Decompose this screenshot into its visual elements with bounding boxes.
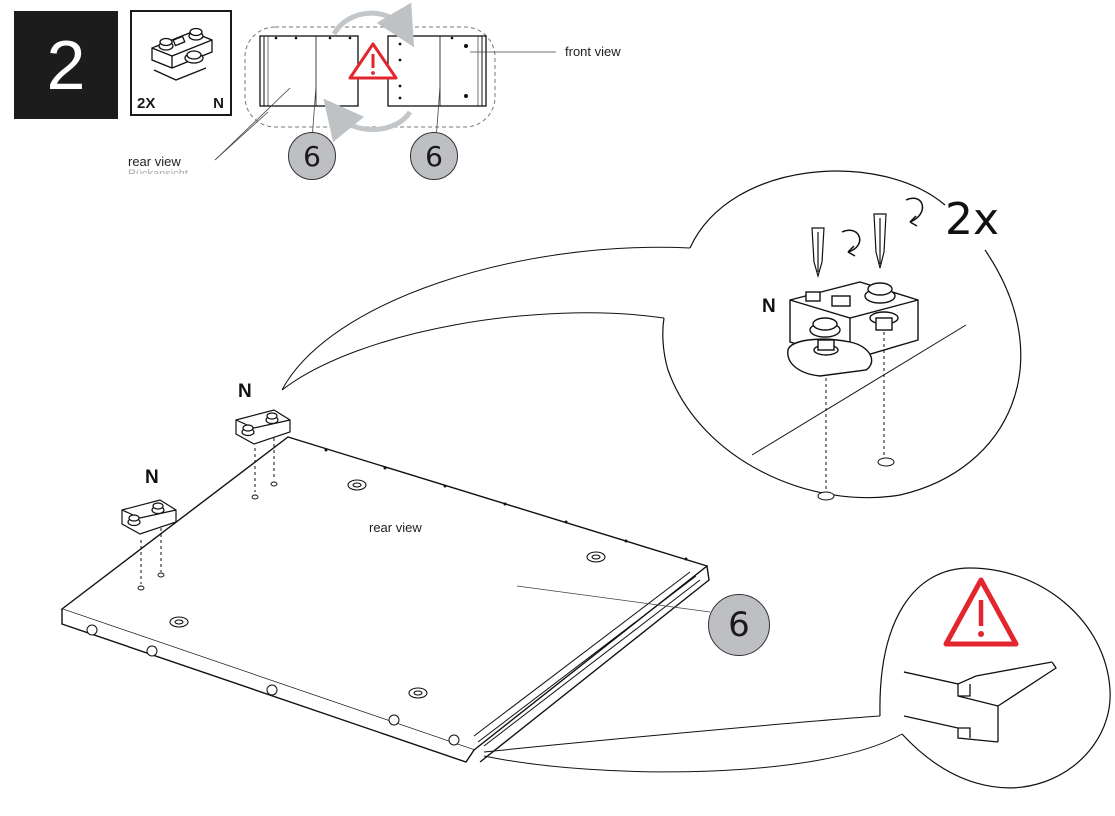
detail-quantity: 2x (945, 194, 1000, 245)
warning-triangle-icon (943, 577, 1019, 647)
rear-view-label-cut: Rückansicht (128, 168, 188, 174)
fitting-detail-callout (281, 170, 1022, 501)
rear-view-label: rear view (128, 154, 181, 169)
rotate-arrow-icon (323, 2, 415, 143)
screwdriver-icon (811, 213, 887, 279)
parts-quantity: 2X (137, 95, 156, 112)
panel-rear-view-label: rear view (369, 520, 422, 535)
front-view-label: front view (565, 44, 621, 59)
fitting-letter: N (238, 381, 252, 402)
parts-box: 2X N (130, 10, 232, 116)
cam-fitting-right (235, 409, 291, 492)
cam-fitting-left (121, 499, 177, 584)
step-number: 2 (46, 26, 86, 104)
groove-detail-callout (483, 567, 1111, 789)
panel-number-badge: 6 (288, 132, 336, 180)
fitting-letter: N (145, 467, 159, 488)
step-number-box: 2 (14, 11, 118, 119)
cam-fitting-icon (151, 27, 213, 81)
panel-number-badge: 6 (708, 594, 770, 656)
parts-code: N (213, 95, 224, 112)
panel-6-drawing (60, 436, 711, 763)
warning-triangle-icon (348, 42, 398, 80)
rotate-arrow-icon (841, 197, 924, 257)
detail-fitting-letter: N (762, 296, 776, 317)
panel-number-badge: 6 (410, 132, 458, 180)
orientation-diagram (214, 2, 556, 161)
